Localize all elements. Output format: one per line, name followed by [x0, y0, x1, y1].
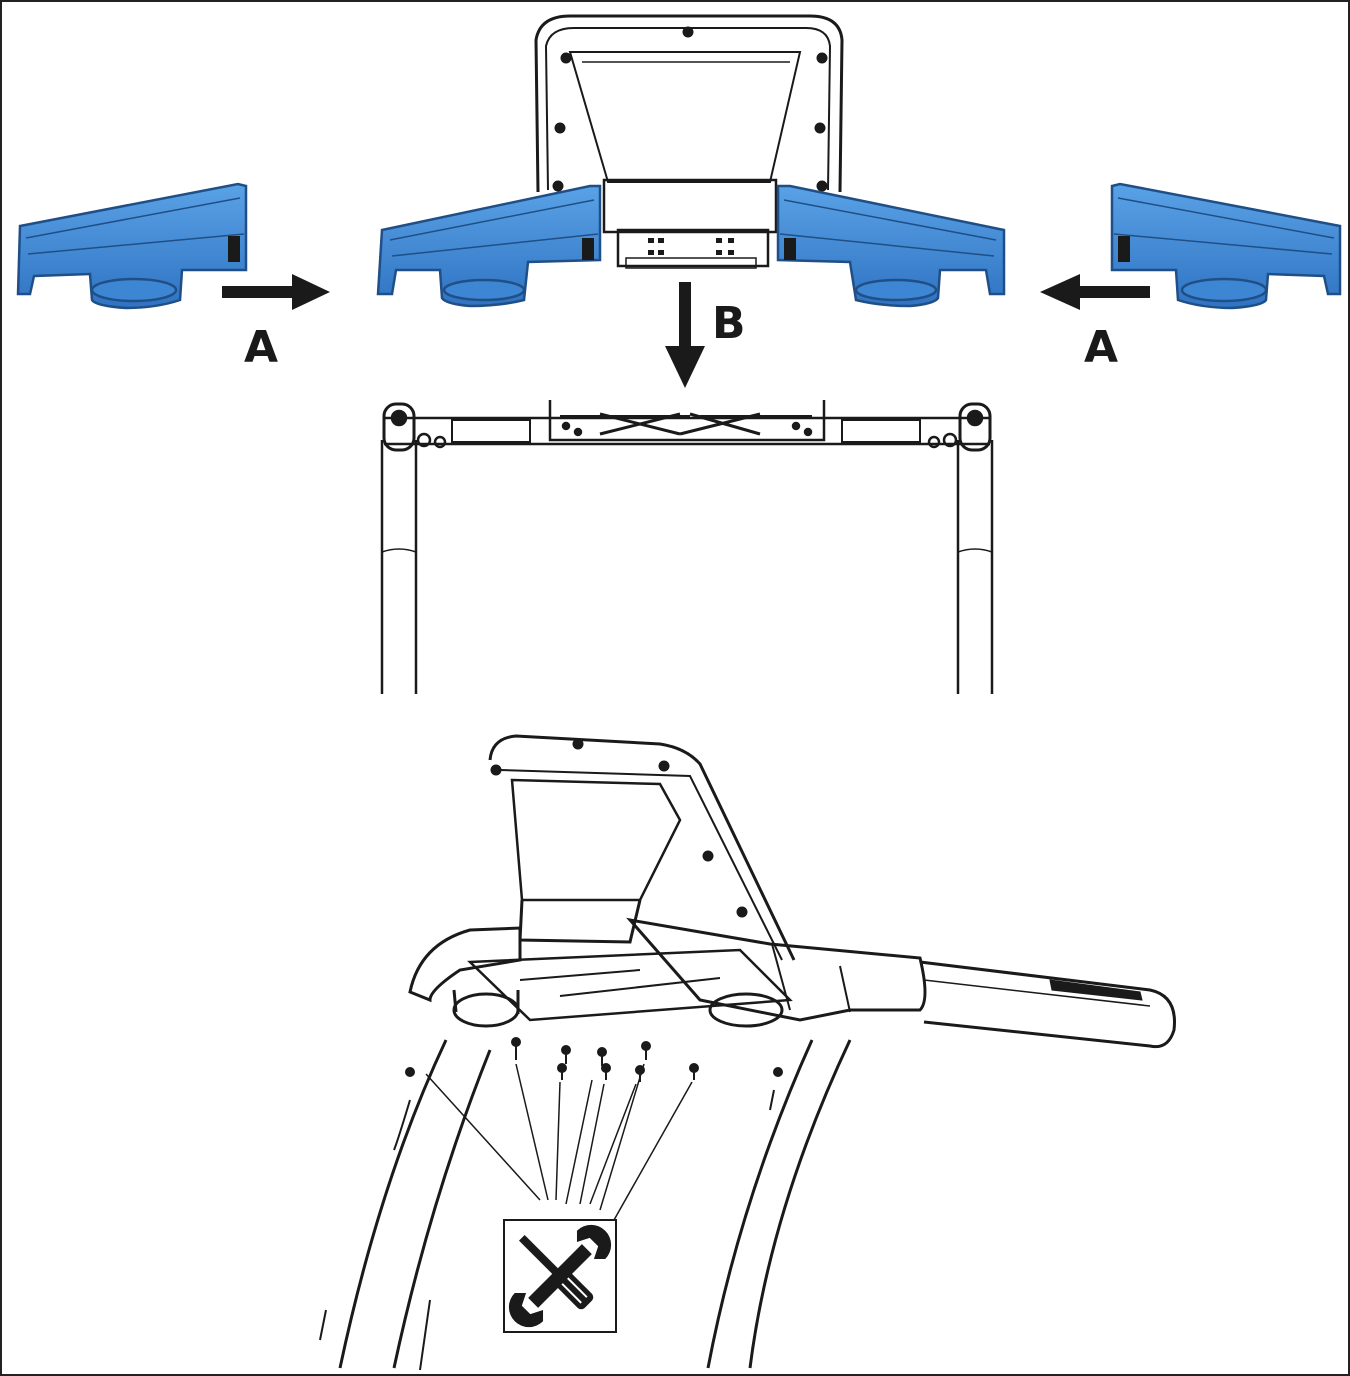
- left-handle-cover-detached: [16, 182, 248, 310]
- center-left-handle-cover: [376, 184, 602, 308]
- label-a-right: A: [1084, 322, 1118, 373]
- label-b: B: [712, 298, 746, 349]
- treadmill-perspective-view: [319, 734, 1176, 1371]
- center-right-handle-cover: [776, 184, 1006, 308]
- upright-frame-front: [380, 400, 994, 694]
- right-handle-cover-detached: [1110, 182, 1342, 310]
- label-a-left: A: [244, 322, 278, 373]
- arrow-a-left: [222, 274, 330, 310]
- arrow-a-right: [1040, 274, 1150, 310]
- console-front-view: [534, 14, 844, 269]
- arrow-b-down: [665, 282, 705, 388]
- wrench-screwdriver-icon: [503, 1219, 617, 1333]
